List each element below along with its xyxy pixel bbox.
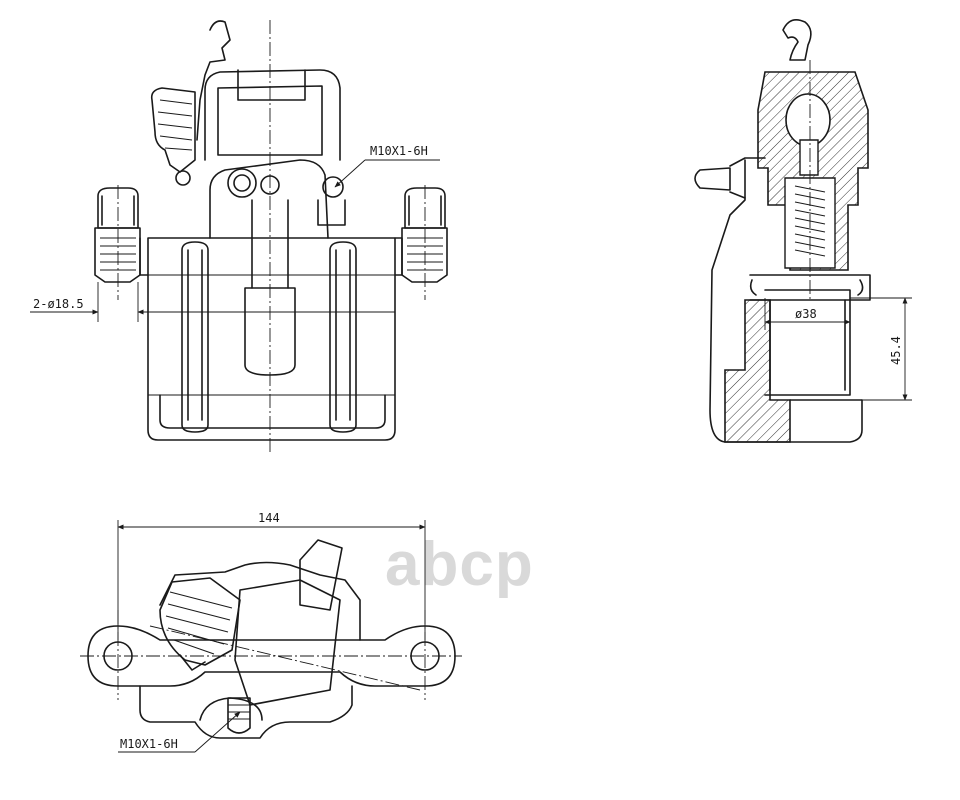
section-view: ø38 45.4 — [694, 19, 912, 443]
thread-callout-front: M10X1-6H — [370, 144, 428, 158]
overall-width-dimension: 144 — [258, 511, 280, 525]
guide-bushing-right — [401, 187, 448, 283]
guide-bushing-left — [94, 187, 141, 283]
piston-diameter-dimension: ø38 — [795, 307, 817, 321]
front-view: 2-ø18.5 M10X1-6H — [30, 20, 448, 452]
thread-callout-bottom: M10X1-6H — [120, 737, 178, 751]
abcp-watermark: abcp — [385, 530, 534, 599]
guide-hole-dimension: 2-ø18.5 — [33, 297, 84, 311]
bottom-view: 144 M10X1-6H — [80, 511, 462, 753]
piston-height-dimension: 45.4 — [889, 336, 903, 365]
